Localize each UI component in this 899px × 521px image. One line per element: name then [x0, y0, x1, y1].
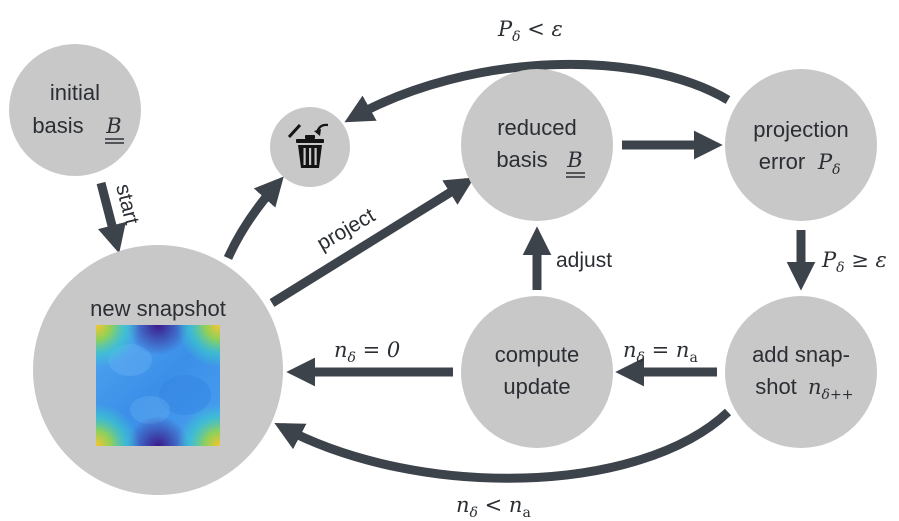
projection-error-symbol: Pδ: [817, 150, 841, 178]
reduced-basis-line2: basis: [496, 147, 547, 172]
initial-basis-line2: basis: [32, 113, 83, 138]
node-reduced-basis: reduced basis B: [461, 69, 613, 221]
add-snapshot-line2: shot: [755, 374, 797, 399]
reduced-basis-symbol: B: [566, 148, 582, 172]
edge-to-trash: [223, 176, 284, 260]
projection-error-line1: projection: [753, 117, 848, 142]
node-initial-basis: initial basis B: [9, 44, 141, 176]
new-snapshot-label: new snapshot: [90, 296, 226, 321]
node-trash[interactable]: [270, 107, 350, 187]
node-compute-update: compute update: [461, 296, 613, 448]
compute-update-line1: compute: [495, 342, 579, 367]
add-snapshot-line1: add snap-: [752, 342, 850, 367]
edge-start: [96, 181, 126, 254]
label-adjust: adjust: [556, 249, 612, 272]
node-projection-error: projection error Pδ: [725, 69, 877, 221]
trash-icon: [287, 123, 329, 168]
label-start: start: [111, 182, 143, 227]
label-compute-to-new: nδ = 0: [334, 338, 400, 366]
add-snapshot-symbol: nδ++: [808, 375, 853, 403]
node-new-snapshot: new snapshot: [33, 245, 283, 495]
edge-top-arc: [344, 59, 731, 123]
edge-bottom-arc: [274, 408, 732, 483]
node-add-snapshot: add snap- shot nδ++: [725, 296, 877, 448]
initial-basis-line1: initial: [50, 80, 100, 105]
label-top-condition: Pδ < ε: [497, 17, 563, 45]
edge-project: [269, 177, 475, 307]
label-bottom-condition: nδ < na: [456, 493, 531, 521]
label-add-to-compute: nδ = na: [623, 338, 698, 366]
snapshot-field-image: [96, 325, 220, 446]
label-right-condition: Pδ ≥ ε: [821, 248, 887, 276]
initial-basis-symbol: B: [105, 114, 121, 138]
reduced-basis-line1: reduced: [497, 115, 577, 140]
projection-error-line2: error: [759, 149, 805, 174]
compute-update-line2: update: [503, 374, 570, 399]
